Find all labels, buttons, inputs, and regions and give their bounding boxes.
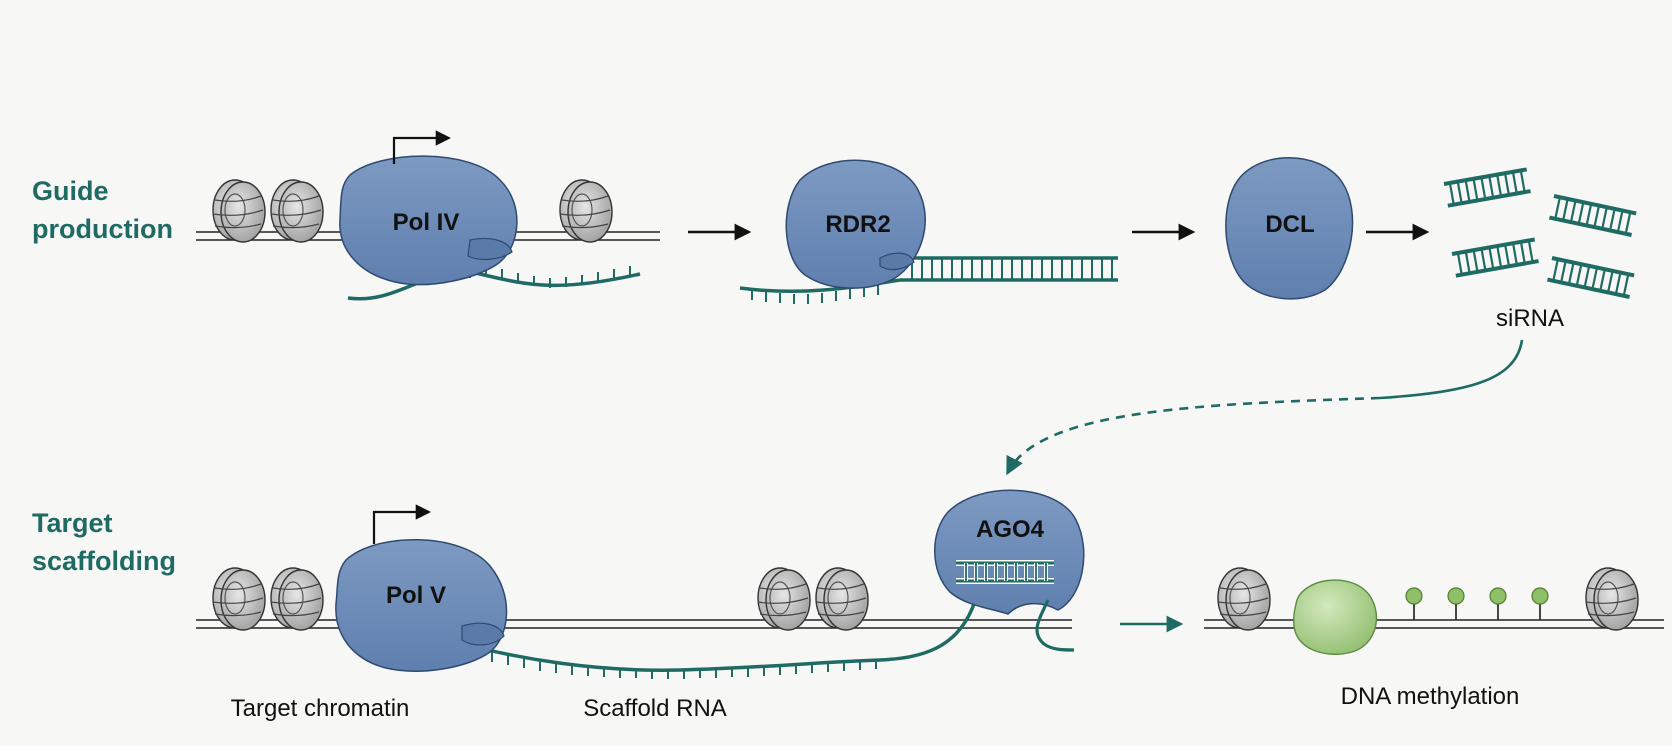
sirna-loading-dashed-arrow	[1006, 396, 1381, 476]
nucleosome-icon	[559, 179, 613, 243]
sirna-duplex	[1442, 167, 1533, 208]
methyl-group-icon	[1447, 587, 1465, 620]
methyl-group-icon	[1531, 587, 1549, 620]
bottom-dna-strand	[196, 619, 1072, 629]
nucleosome-icon	[270, 179, 324, 243]
rdr2-protein	[785, 159, 926, 289]
scaffold-rna	[447, 597, 978, 679]
methylated-dna-strand	[1204, 619, 1664, 629]
dcl-label: DCL	[1265, 211, 1314, 238]
methyl-group-icon	[1489, 587, 1507, 620]
transcription-start-arrow	[392, 130, 452, 164]
guide-production-title-line2: production	[32, 214, 173, 244]
dna-methylation-label: DNA methylation	[1341, 683, 1520, 710]
target-chromatin-label: Target chromatin	[231, 695, 410, 722]
nucleosome-icon	[212, 179, 266, 243]
sirna-label: siRNA	[1496, 305, 1564, 332]
pol4-protein	[339, 155, 518, 286]
scaffold-rna-label: Scaffold RNA	[583, 695, 727, 722]
ago4-label: AGO4	[976, 516, 1045, 543]
sirna-duplex	[1450, 237, 1541, 278]
transcription-start-arrow	[372, 504, 432, 544]
pol5-label: Pol V	[386, 582, 446, 609]
guide-production-title-line1: Guide	[32, 176, 109, 206]
pol5-protein	[335, 539, 508, 672]
sirna-duplex	[1545, 256, 1637, 299]
nucleosome-icon	[757, 567, 811, 631]
target-scaffolding-title-line2: scaffolding	[32, 546, 176, 576]
nucleosome-icon	[1585, 567, 1639, 631]
sirna-duplex	[1547, 194, 1639, 237]
pol4-label: Pol IV	[393, 209, 460, 236]
target-scaffolding-title-line1: Target	[32, 508, 113, 538]
nucleosome-icon	[1217, 567, 1271, 631]
ago4-bound-sirna	[956, 560, 1054, 584]
nucleosome-icon	[212, 567, 266, 631]
scaffold-rna-tail	[1035, 599, 1075, 652]
rdr2-label: RDR2	[825, 211, 890, 238]
methyltransferase-protein	[1293, 579, 1378, 655]
nucleosome-icon	[815, 567, 869, 631]
ago4-protein	[934, 489, 1085, 615]
nucleosome-icon	[270, 567, 324, 631]
rdr2-dsrna-product	[900, 256, 1118, 282]
dcl-protein	[1225, 157, 1354, 300]
sirna-loading-path	[1379, 339, 1524, 400]
methyl-group-icon	[1405, 587, 1423, 620]
